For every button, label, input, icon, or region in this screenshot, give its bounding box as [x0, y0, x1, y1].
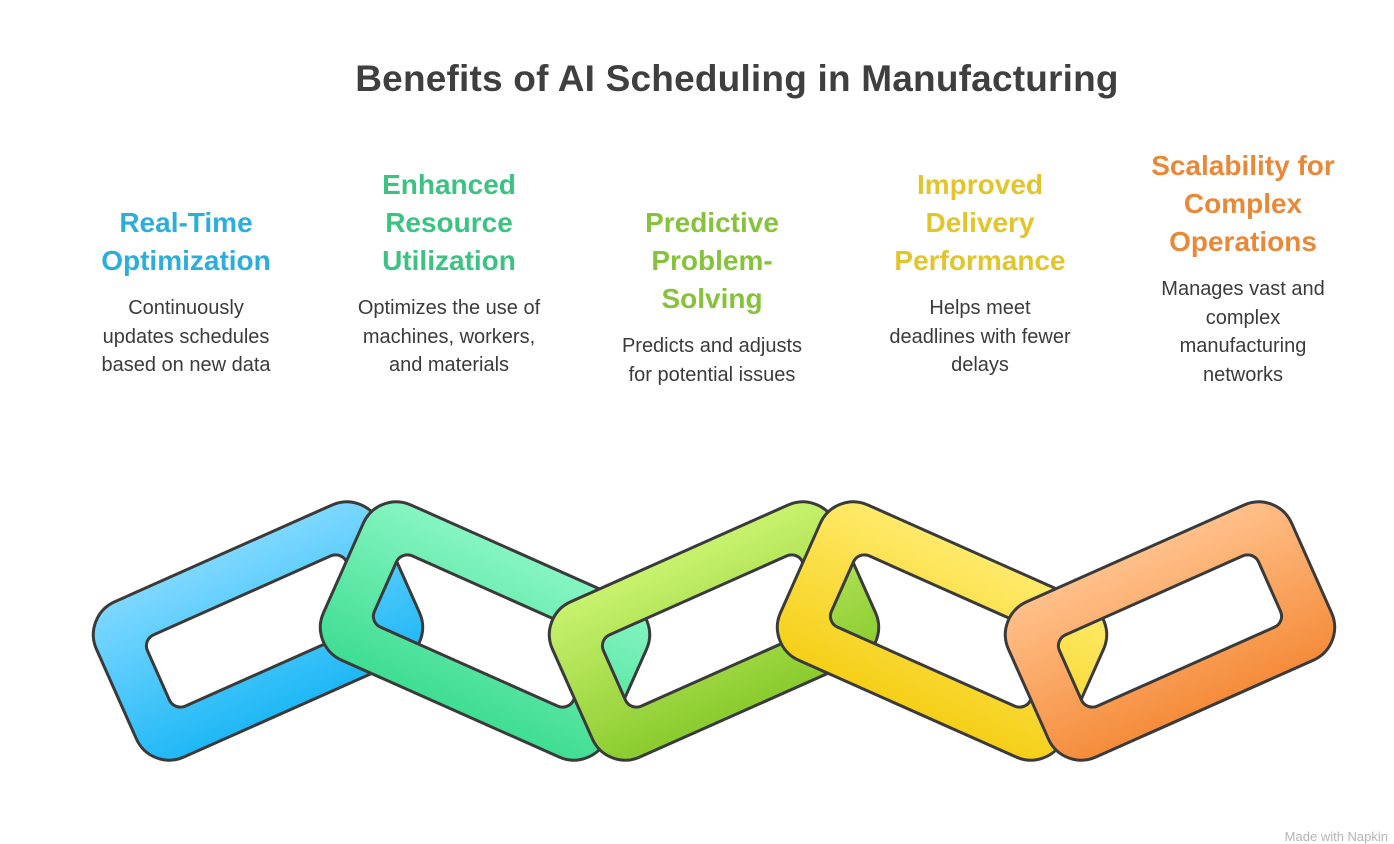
heading-line: Optimization	[101, 245, 271, 276]
heading-line: Complex	[1183, 188, 1303, 219]
heading-line: Problem-	[651, 245, 773, 276]
heading-line: Improved	[916, 169, 1044, 200]
description-line: Manages vast and	[1161, 278, 1325, 300]
description-line: delays	[951, 354, 1009, 376]
benefit-description: Continuously updates schedules based on …	[61, 294, 311, 380]
heading-line: Utilization	[382, 245, 516, 276]
description-line: Predicts and adjusts	[621, 335, 803, 357]
description-line: based on new data	[101, 354, 271, 376]
heading-line: Delivery	[925, 207, 1035, 238]
benefit-description: Optimizes the use of machines, workers, …	[324, 294, 574, 380]
description-line: Continuously	[128, 297, 244, 319]
heading-line: Solving	[661, 283, 763, 314]
benefit-description: Predicts and adjusts for potential issue…	[587, 332, 837, 389]
heading-line: Predictive	[645, 207, 779, 238]
description-line: deadlines with fewer	[889, 325, 1071, 348]
benefit-heading: Predictive Problem- Solving	[587, 204, 837, 318]
description-line: for potential issues	[628, 363, 796, 386]
chain-link-shape	[1003, 500, 1337, 762]
description-line: manufacturing	[1179, 335, 1307, 357]
benefit-heading: Real-Time Optimization	[61, 204, 311, 280]
benefit-predictive-problem-solving: Predictive Problem- Solving Predicts and…	[587, 204, 837, 389]
benefit-heading: Scalability for Complex Operations	[1118, 147, 1368, 261]
heading-line: Resource	[385, 207, 513, 238]
benefit-heading: Enhanced Resource Utilization	[324, 166, 574, 280]
heading-line: Scalability for	[1151, 150, 1335, 181]
description-line: networks	[1202, 363, 1284, 386]
page-title: Benefits of AI Scheduling in Manufacturi…	[355, 58, 1119, 99]
heading-line: Real-Time	[119, 207, 253, 238]
benefit-real-time-optimization: Real-Time Optimization Continuously upda…	[61, 204, 311, 380]
heading-line: Enhanced	[382, 169, 516, 200]
watermark: Made with Napkin	[1284, 829, 1388, 844]
description-line: complex	[1205, 306, 1281, 329]
description-line: machines, workers,	[362, 325, 536, 348]
benefit-description: Helps meet deadlines with fewer delays	[855, 294, 1105, 380]
description-line: Helps meet	[929, 297, 1031, 319]
description-line: and materials	[388, 354, 510, 376]
heading-line: Performance	[894, 245, 1066, 276]
benefit-enhanced-resource-utilization: Enhanced Resource Utilization Optimizes …	[324, 166, 574, 380]
benefit-scalability-complex-operations: Scalability for Complex Operations Manag…	[1118, 147, 1368, 389]
benefit-description: Manages vast and complex manufacturing n…	[1118, 275, 1368, 389]
heading-line: Operations	[1169, 226, 1317, 257]
description-line: updates schedules	[102, 325, 270, 348]
chain-link-orange-icon	[1003, 500, 1337, 762]
benefit-improved-delivery-performance: Improved Delivery Performance Helps meet…	[855, 166, 1105, 380]
benefit-heading: Improved Delivery Performance	[855, 166, 1105, 280]
description-line: Optimizes the use of	[357, 297, 541, 319]
